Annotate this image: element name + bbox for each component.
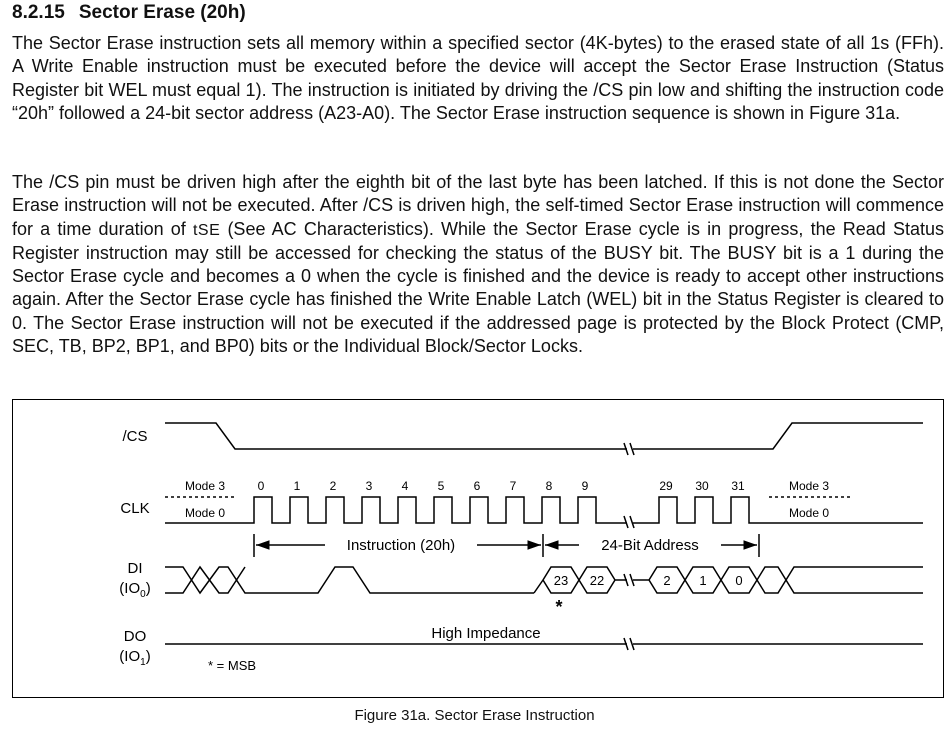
clock-cycle-numbers: 0 1 2 3 4 5 6 7 8 9 29 30 31 [258,479,745,493]
mode-3-right-label: Mode 3 [789,479,829,493]
clock-number-7: 7 [510,479,517,493]
clock-number-3: 3 [366,479,373,493]
di-label: DI [128,560,143,577]
paragraph-description: The Sector Erase instruction sets all me… [12,33,944,123]
clk-break-mark [629,515,635,529]
clock-number-31: 31 [731,479,745,493]
di-bit-22: 22 [590,573,604,588]
di-bit-0: 0 [735,573,742,588]
do-break-mark [629,637,635,651]
clock-number-2: 2 [330,479,337,493]
clock-number-8: 8 [546,479,553,493]
mode-0-right-label: Mode 0 [789,506,829,520]
clock-number-30: 30 [695,479,709,493]
paragraph-timing: The /CS pin must be driven high after th… [12,171,944,358]
figure-caption: Figure 31a. Sector Erase Instruction [354,707,595,724]
msb-marker: * [555,597,562,617]
timing-diagram-frame: /CS CLK DI (IO0) DO (IO1) Mode 3 Mode 0 … [12,399,944,698]
clock-number-29: 29 [659,479,673,493]
di-break-mark [629,573,635,587]
tse-symbol: tSE [192,221,221,239]
di-bus-waveform [533,566,923,594]
msb-legend: * = MSB [208,658,256,673]
instruction-label: Instruction (20h) [347,537,455,554]
paragraph-timing-end: (See AC Characteristics). While the Sect… [12,218,944,357]
clock-number-1: 1 [294,479,301,493]
di-bit-2: 2 [663,573,670,588]
clock-number-6: 6 [474,479,481,493]
clock-number-9: 9 [582,479,589,493]
do-io-label: (IO1) [119,648,150,668]
cs-label: /CS [122,428,147,445]
di-waveform [165,565,534,595]
clock-number-5: 5 [438,479,445,493]
di-io-label: (IO0) [119,580,150,600]
cs-waveform [165,422,923,450]
di-bit-23: 23 [554,573,568,588]
paragraph-timing-start: The /CS pin must be driven high after th… [12,172,944,239]
cs-break-mark [623,442,629,456]
high-impedance-label: High Impedance [431,625,540,642]
timing-diagram: /CS CLK DI (IO0) DO (IO1) Mode 3 Mode 0 … [119,422,923,673]
address-label: 24-Bit Address [601,537,699,554]
section-title: Sector Erase (20h) [78,2,246,23]
do-break-mark [623,637,629,651]
clock-number-4: 4 [402,479,409,493]
section-heading: 8.2.15 Sector Erase (20h) [12,2,246,24]
clk-label: CLK [120,500,149,517]
clk-break-mark [623,515,629,529]
mode-0-left-label: Mode 0 [185,506,225,520]
di-bit-1: 1 [699,573,706,588]
section-number: 8.2.15 [12,2,65,23]
cs-break-mark [629,442,635,456]
di-break-mark [623,573,629,587]
clk-waveform [165,496,923,524]
clock-number-0: 0 [258,479,265,493]
mode-3-left-label: Mode 3 [185,479,225,493]
do-label: DO [124,628,147,645]
